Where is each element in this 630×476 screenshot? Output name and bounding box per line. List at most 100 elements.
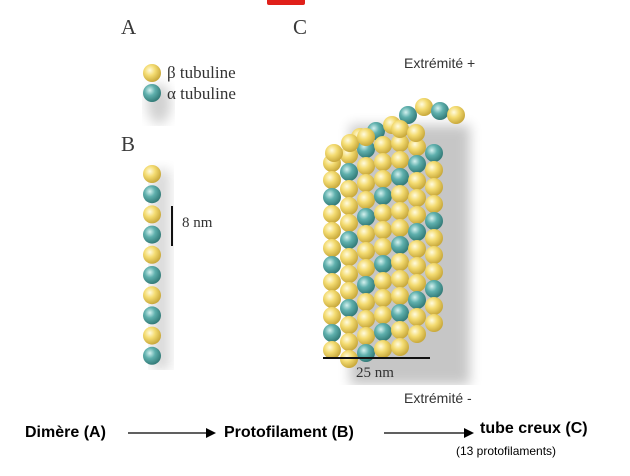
beta-tubulin-bead xyxy=(391,287,409,305)
beta-tubulin-bead xyxy=(425,229,443,247)
beta-tubulin-bead xyxy=(391,321,409,339)
title-fragment-mark xyxy=(267,0,305,5)
beta-tubulin-bead xyxy=(425,297,443,315)
flow-step-protofilament: Protofilament (B) xyxy=(224,424,354,441)
beta-tubulin-bead xyxy=(143,245,161,264)
beta-tubulin-bead xyxy=(323,273,341,291)
beta-tubulin-bead xyxy=(425,178,443,196)
beta-tubulin-bead xyxy=(323,222,341,240)
alpha-tubulin-bead xyxy=(143,346,161,365)
alpha-tubulin-bead xyxy=(431,102,449,120)
beta-tubulin-bead xyxy=(374,204,392,222)
beta-tubulin-bead xyxy=(325,144,343,162)
alpha-tubulin-bead xyxy=(391,304,409,322)
beta-tubulin-bead xyxy=(408,274,426,292)
alpha-tubulin-bead xyxy=(391,236,409,254)
beta-tubulin-bead xyxy=(357,157,375,175)
beta-tubulin-bead xyxy=(143,205,161,224)
beta-tubulin-bead xyxy=(407,124,425,142)
alpha-tubulin-bead xyxy=(143,266,161,284)
beta-tubulin-bead xyxy=(143,286,161,305)
beta-tubulin-bead xyxy=(374,136,392,154)
alpha-tubulin-bead xyxy=(323,256,341,274)
beta-tubulin-bead xyxy=(357,327,375,345)
alpha-tubulin-bead xyxy=(143,185,161,204)
scale-bar-25nm xyxy=(323,357,430,359)
alpha-tubulin-bead xyxy=(374,187,392,205)
beta-tubulin-bead xyxy=(323,171,341,189)
beta-tubulin-bead xyxy=(391,185,409,203)
alpha-tubulin-bead xyxy=(408,291,426,309)
beta-tubulin-bead xyxy=(391,219,409,237)
beta-tubulin-bead xyxy=(408,206,426,224)
beta-tubulin-bead xyxy=(323,307,341,325)
alpha-tubulin-bead xyxy=(143,306,161,325)
beta-tubulin-bead xyxy=(357,225,375,243)
beta-tubulin-bead xyxy=(323,290,341,308)
beta-tubulin-bead xyxy=(425,246,443,264)
beta-tubulin-bead xyxy=(374,170,392,188)
beta-tubulin-bead xyxy=(323,205,341,223)
beta-tubulin-bead xyxy=(408,257,426,275)
beta-tubulin-bead xyxy=(323,239,341,257)
alpha-tubulin-bead xyxy=(425,144,443,162)
beta-tubulin-bead xyxy=(391,151,409,169)
alpha-tubulin-bead xyxy=(357,208,375,226)
protofilament-illustration xyxy=(143,165,170,370)
alpha-tubulin-bead xyxy=(323,324,341,342)
alpha-tubulin-bead xyxy=(374,255,392,273)
beta-tubulin-bead xyxy=(391,253,409,271)
beta-tubulin-bead xyxy=(357,310,375,328)
beta-tubulin-bead xyxy=(340,282,358,300)
beta-tubulin-bead xyxy=(408,308,426,326)
beta-tubulin-bead xyxy=(374,238,392,256)
panel-label-c: C xyxy=(293,15,308,39)
microtubule-illustration xyxy=(323,98,470,385)
beta-tubulin-icon xyxy=(143,64,161,82)
alpha-tubulin-bead xyxy=(357,344,375,362)
beta-tubulin-bead xyxy=(340,248,358,266)
alpha-tubulin-bead xyxy=(425,280,443,298)
scale-bar-8nm xyxy=(171,206,173,246)
beta-tubulin-bead xyxy=(391,120,409,138)
alpha-tubulin-bead xyxy=(340,231,358,249)
beta-tubulin-bead xyxy=(357,242,375,260)
beta-tubulin-bead xyxy=(415,98,433,116)
beta-tubulin-bead xyxy=(374,272,392,290)
flow-arrow-2 xyxy=(384,428,474,438)
beta-tubulin-bead xyxy=(340,350,358,368)
alpha-tubulin-bead xyxy=(425,212,443,230)
beta-tubulin-bead xyxy=(408,172,426,190)
alpha-tubulin-bead xyxy=(143,225,161,244)
beta-tubulin-bead xyxy=(391,338,409,356)
flow-arrow-1 xyxy=(128,428,216,438)
beta-tubulin-bead xyxy=(340,265,358,283)
beta-tubulin-bead xyxy=(374,340,392,358)
scale-label-25nm: 25 nm xyxy=(356,365,394,381)
legend-beta-label: β tubuline xyxy=(167,63,236,82)
beta-tubulin-bead xyxy=(447,106,465,124)
beta-tubulin-bead xyxy=(391,202,409,220)
alpha-tubulin-bead xyxy=(408,155,426,173)
beta-tubulin-bead xyxy=(408,189,426,207)
beta-tubulin-bead xyxy=(357,293,375,311)
alpha-tubulin-bead xyxy=(408,223,426,241)
flow-step-tube-note: (13 protofilaments) xyxy=(456,444,557,458)
legend-alpha-label: α tubuline xyxy=(167,84,236,103)
plus-end-label: Extrémité + xyxy=(404,55,476,71)
alpha-tubulin-bead xyxy=(340,299,358,317)
beta-tubulin-bead xyxy=(374,306,392,324)
beta-tubulin-bead xyxy=(391,134,409,152)
beta-tubulin-bead xyxy=(374,153,392,171)
beta-tubulin-bead xyxy=(341,134,359,152)
beta-tubulin-bead xyxy=(357,191,375,209)
beta-tubulin-bead xyxy=(143,165,161,183)
beta-tubulin-bead xyxy=(143,326,161,345)
beta-tubulin-bead xyxy=(340,333,358,351)
beta-tubulin-bead xyxy=(357,128,375,146)
beta-tubulin-bead xyxy=(340,214,358,232)
beta-tubulin-bead xyxy=(374,289,392,307)
alpha-tubulin-bead xyxy=(374,323,392,341)
alpha-tubulin-bead xyxy=(323,188,341,206)
panel-label-b: B xyxy=(121,132,136,156)
